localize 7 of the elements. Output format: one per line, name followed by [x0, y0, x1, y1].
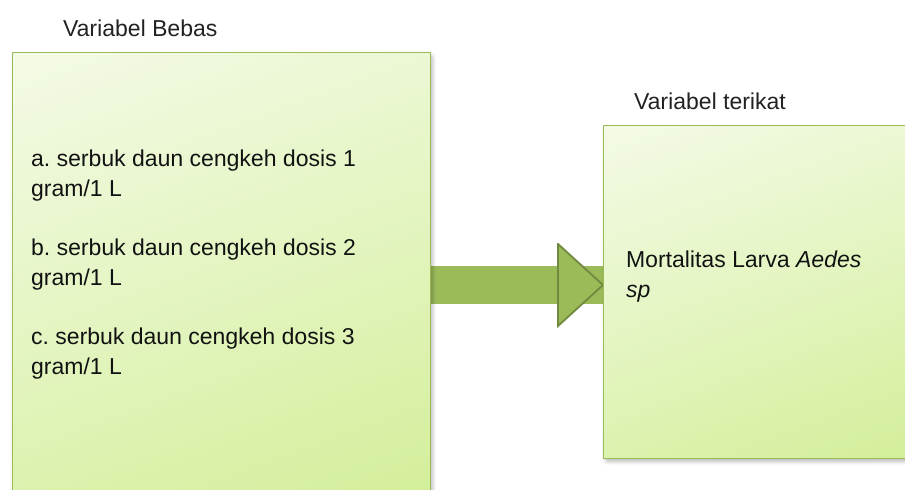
variable-text: b. serbuk daun cengkeh dosis 2 gram/1 L [31, 233, 357, 292]
variable-text: Mortalitas Larva Aedes sp [626, 245, 862, 304]
column-heading: Variabel Bebas [63, 15, 218, 42]
variable-text: a. serbuk daun cengkeh dosis 1 gram/1 L [31, 144, 357, 203]
block-arrow [431, 243, 604, 327]
variable-text: c. serbuk daun cengkeh dosis 3 gram/1 L [31, 322, 356, 381]
column-heading: Variabel terikat [634, 88, 786, 115]
